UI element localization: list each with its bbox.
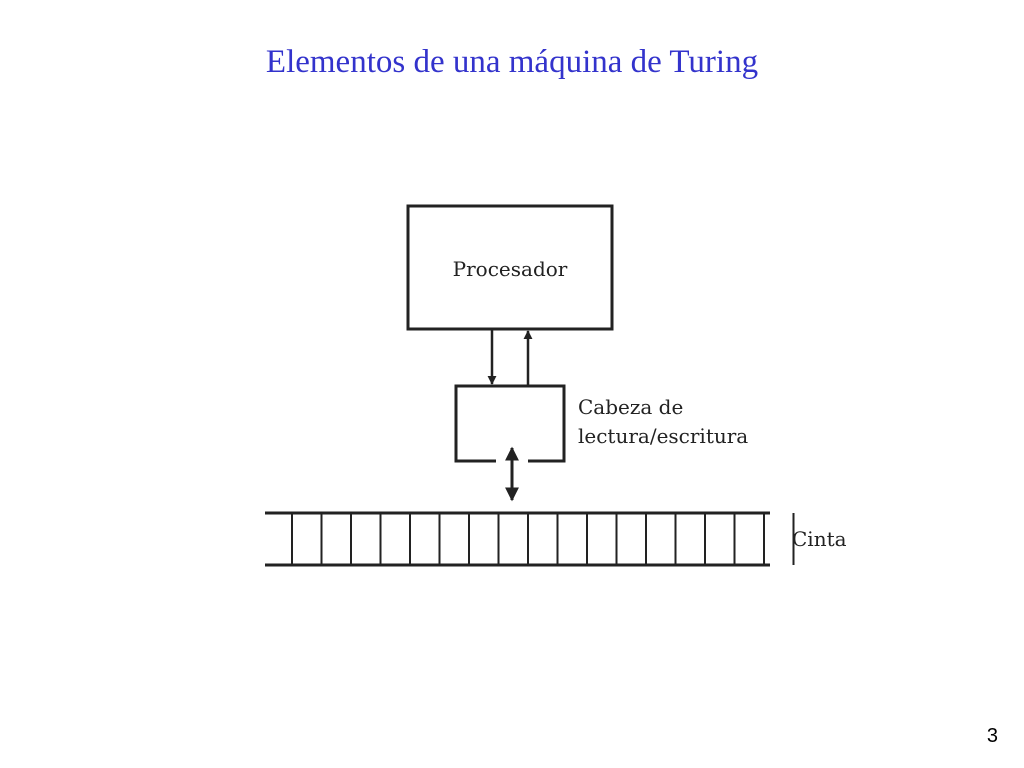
- read-write-head-box: [454, 384, 566, 463]
- slide-title: Elementos de una máquina de Turing: [265, 44, 759, 80]
- tape: [265, 511, 795, 567]
- head-label-line1: Cabeza de: [578, 395, 683, 419]
- tape-cells: [291, 513, 795, 565]
- page-number: 3: [986, 725, 998, 747]
- processor-label: Procesador: [453, 257, 568, 281]
- head-label-line2: lectura/escritura: [578, 424, 748, 448]
- processor-box: [406, 204, 614, 331]
- tape-label: Cinta: [792, 527, 847, 551]
